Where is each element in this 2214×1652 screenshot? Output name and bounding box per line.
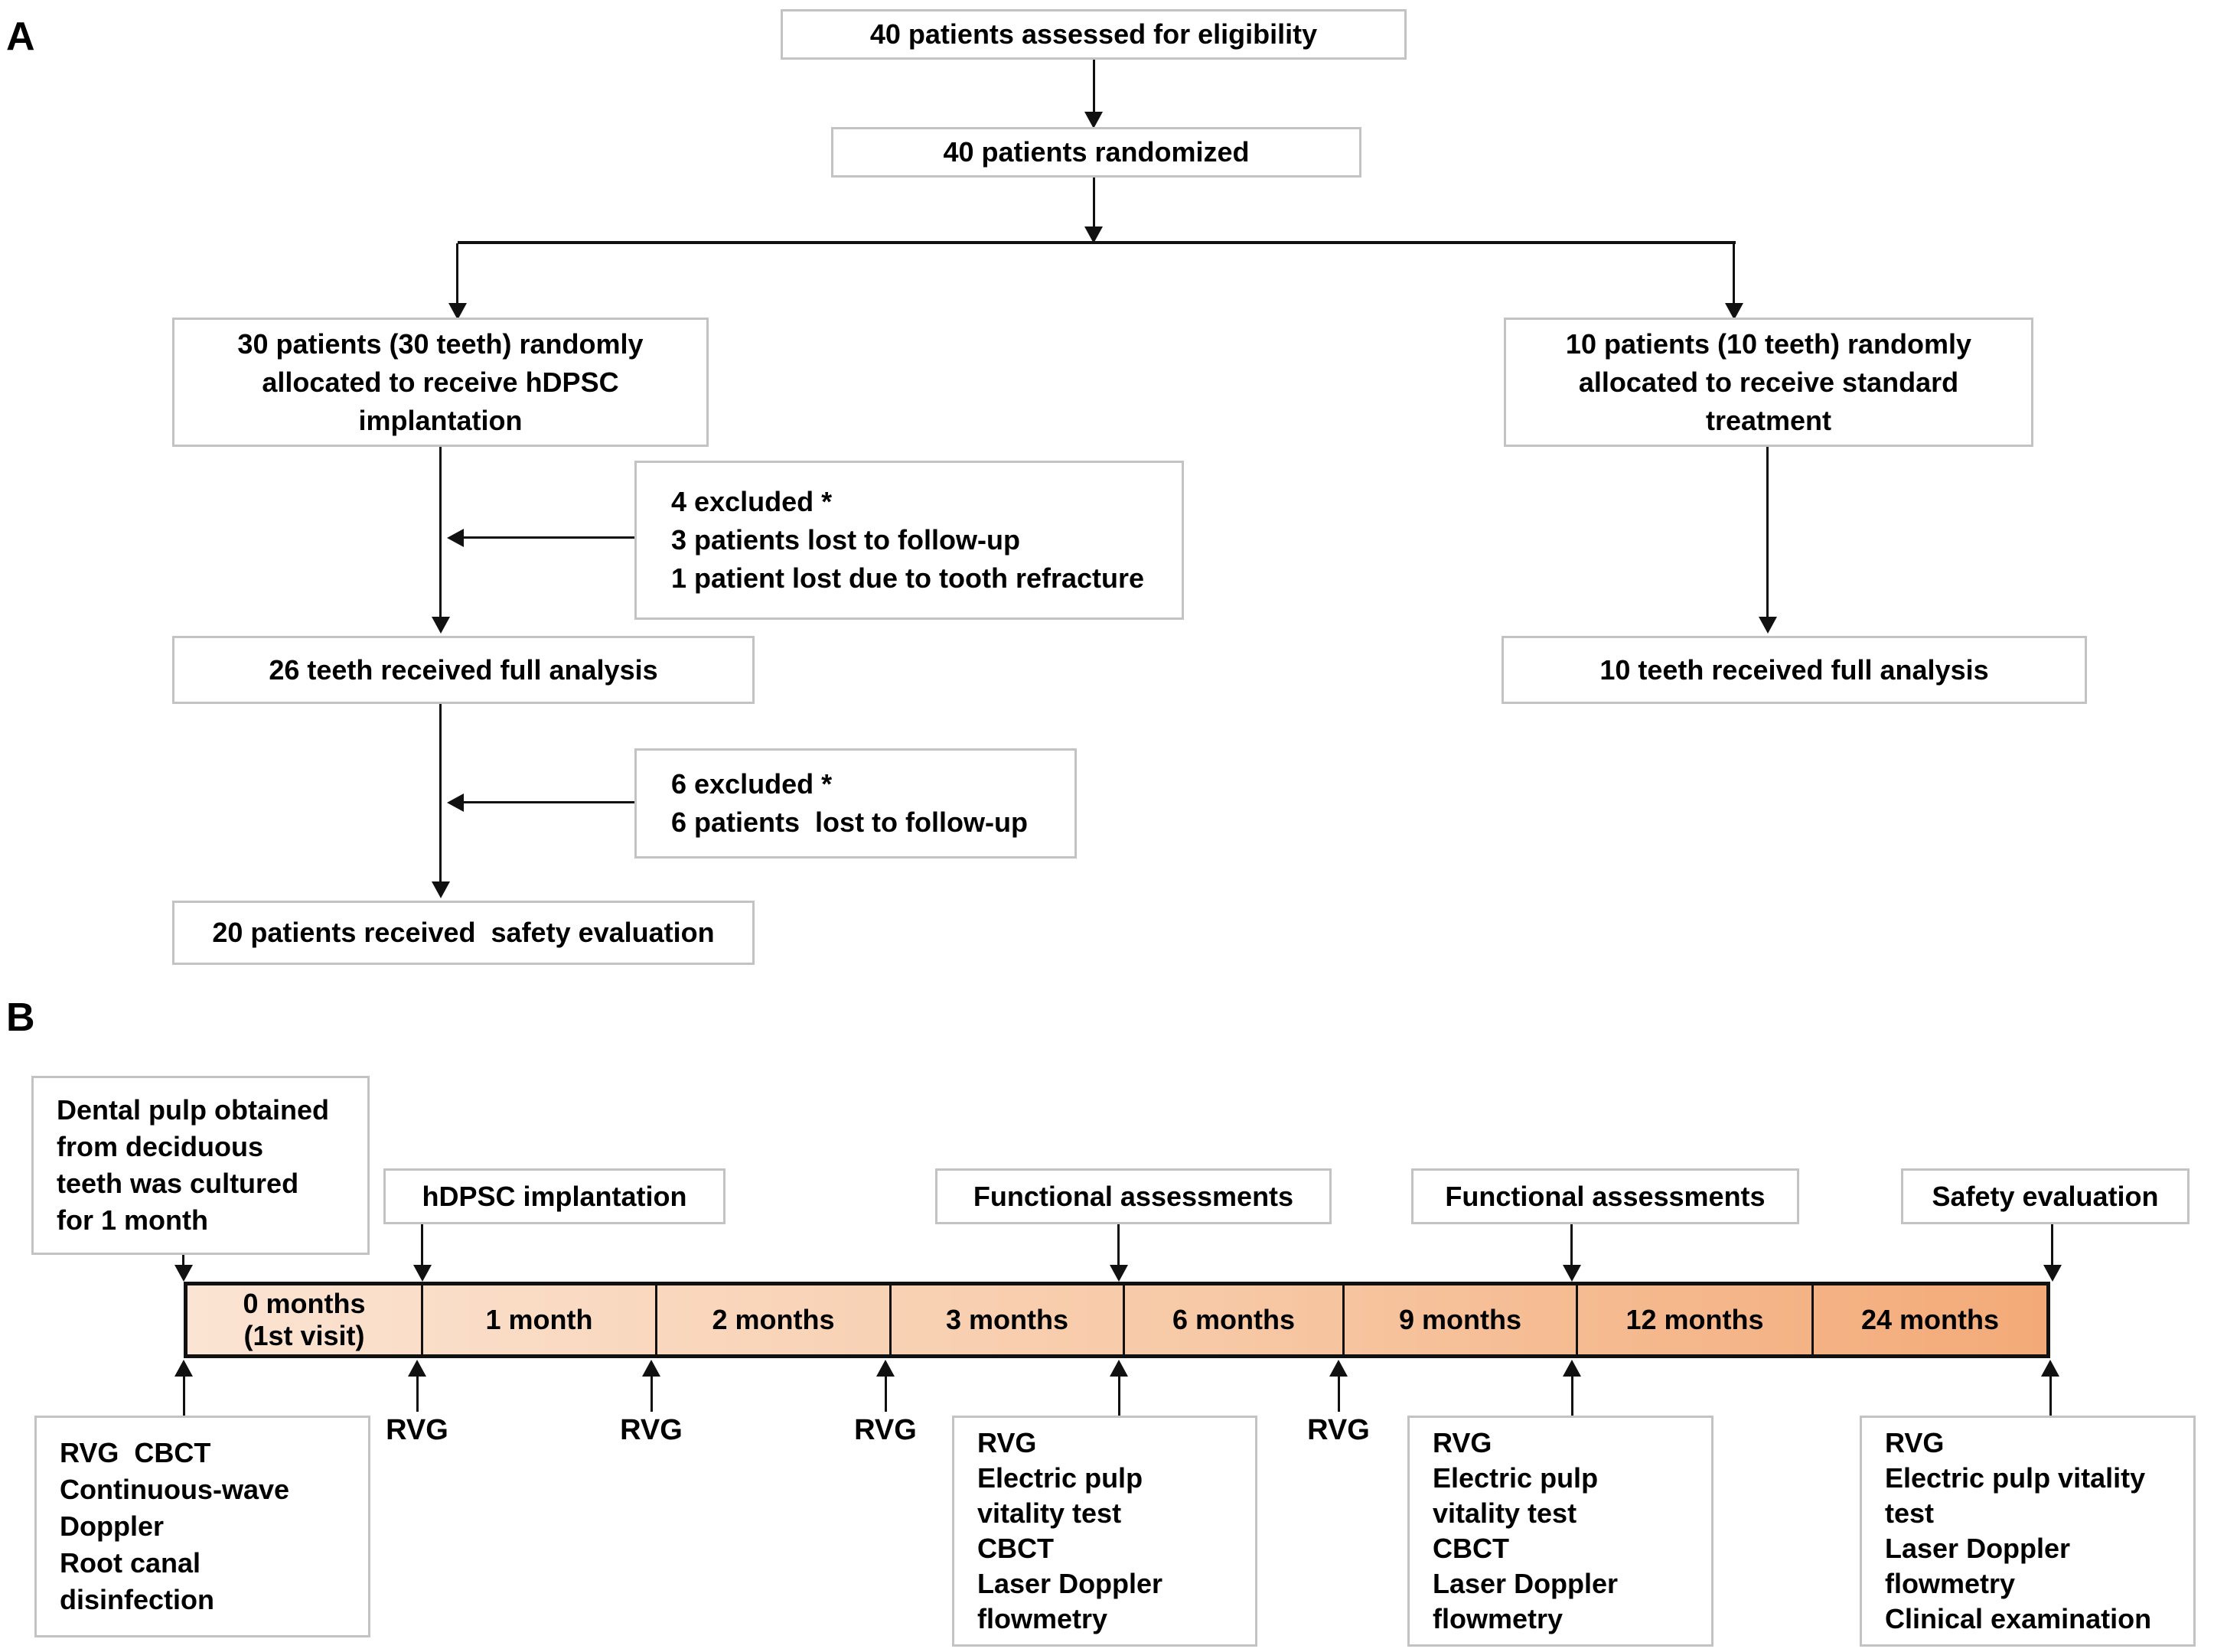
arrow-down-icon [2043,1265,2062,1282]
connector-line [416,1377,419,1412]
connector-line [464,536,634,539]
box-safety-evaluation-20: 20 patients received safety evaluation [172,901,755,965]
connector-line [182,1255,184,1267]
arrow-down-icon [1759,617,1777,634]
box-randomized: 40 patients randomized [831,127,1361,178]
connector-line [1733,243,1735,303]
timeline-bar: 0 months (1st visit) 1 month 2 months 3 … [184,1282,2050,1358]
box-allocation-hdpsc: 30 patients (30 teeth) randomly allocate… [172,318,709,447]
box-functional-assessments-1: Functional assessments [935,1168,1332,1224]
box-assessments-3-6: RVG Electric pulp vitality test CBCT Las… [952,1416,1257,1647]
arrow-down-icon [432,881,450,898]
box-excluded-6: 6 excluded * 6 patients lost to follow-u… [634,748,1077,859]
arrow-down-icon [413,1265,432,1282]
timeline-segment: 2 months [655,1285,889,1354]
timeline-segment: 24 months [1811,1285,2046,1354]
arrow-up-icon [408,1360,426,1377]
connector-line [1093,60,1095,113]
arrow-down-icon [1725,303,1743,320]
connector-line [1571,1377,1573,1416]
connector-line [1117,1224,1120,1267]
box-assessments-9-12: RVG Electric pulp vitality test CBCT Las… [1407,1416,1713,1647]
connector-line [421,1224,423,1267]
panel-b-label: B [6,995,35,1040]
branch-line [458,241,1736,244]
timeline-segment: 3 months [889,1285,1123,1354]
rvg-label: RVG [854,1414,917,1446]
box-excluded-4: 4 excluded * 3 patients lost to follow-u… [634,461,1184,620]
timeline-segment: 6 months [1123,1285,1342,1354]
connector-line [1338,1377,1340,1412]
box-allocation-standard: 10 patients (10 teeth) randomly allocate… [1504,318,2033,447]
connector-line [183,1377,185,1416]
connector-line [1118,1377,1120,1416]
arrow-down-icon [448,303,467,320]
arrow-left-icon [447,529,464,547]
box-safety-evaluation: Safety evaluation [1901,1168,2190,1224]
connector-line [885,1377,887,1412]
connector-line [456,243,458,303]
box-hdpsc-implantation: hDPSC implantation [383,1168,726,1224]
box-full-analysis-26: 26 teeth received full analysis [172,636,755,704]
arrow-up-icon [1110,1360,1128,1377]
connector-line [439,447,442,617]
box-functional-assessments-2: Functional assessments [1411,1168,1799,1224]
arrow-down-icon [1084,112,1103,129]
timeline-segment: 1 month [421,1285,655,1354]
arrow-down-icon [1563,1265,1581,1282]
connector-line [2049,1377,2052,1416]
connector-line [651,1377,653,1412]
timeline-segment: 0 months (1st visit) [243,1288,366,1351]
box-dental-pulp: Dental pulp obtained from deciduous teet… [31,1076,370,1255]
arrow-down-icon [432,617,450,634]
arrow-up-icon [2041,1360,2059,1377]
rvg-label: RVG [386,1414,448,1446]
box-visit0-procedures: RVG CBCT Continuous-wave Doppler Root ca… [34,1416,370,1637]
arrow-up-icon [642,1360,660,1377]
timeline-segment: 12 months [1576,1285,1811,1354]
arrow-up-icon [174,1360,193,1377]
box-full-analysis-10: 10 teeth received full analysis [1502,636,2087,704]
arrow-down-icon [174,1265,193,1282]
arrow-left-icon [447,793,464,812]
panel-a-label: A [6,15,35,59]
arrow-up-icon [1563,1360,1581,1377]
connector-line [2051,1224,2053,1267]
arrow-up-icon [1329,1360,1348,1377]
rvg-label: RVG [620,1414,683,1446]
connector-line [439,704,442,881]
box-assessments-24: RVG Electric pulp vitality test Laser Do… [1860,1416,2196,1647]
connector-line [1093,178,1095,226]
timeline-segment: 9 months [1342,1285,1576,1354]
arrow-down-icon [1084,226,1103,243]
arrow-down-icon [1110,1265,1128,1282]
connector-line [1570,1224,1573,1267]
rvg-label: RVG [1307,1414,1370,1446]
connector-line [1766,447,1769,617]
box-assessed-eligibility: 40 patients assessed for eligibility [781,9,1407,60]
arrow-up-icon [876,1360,895,1377]
connector-line [464,801,634,803]
